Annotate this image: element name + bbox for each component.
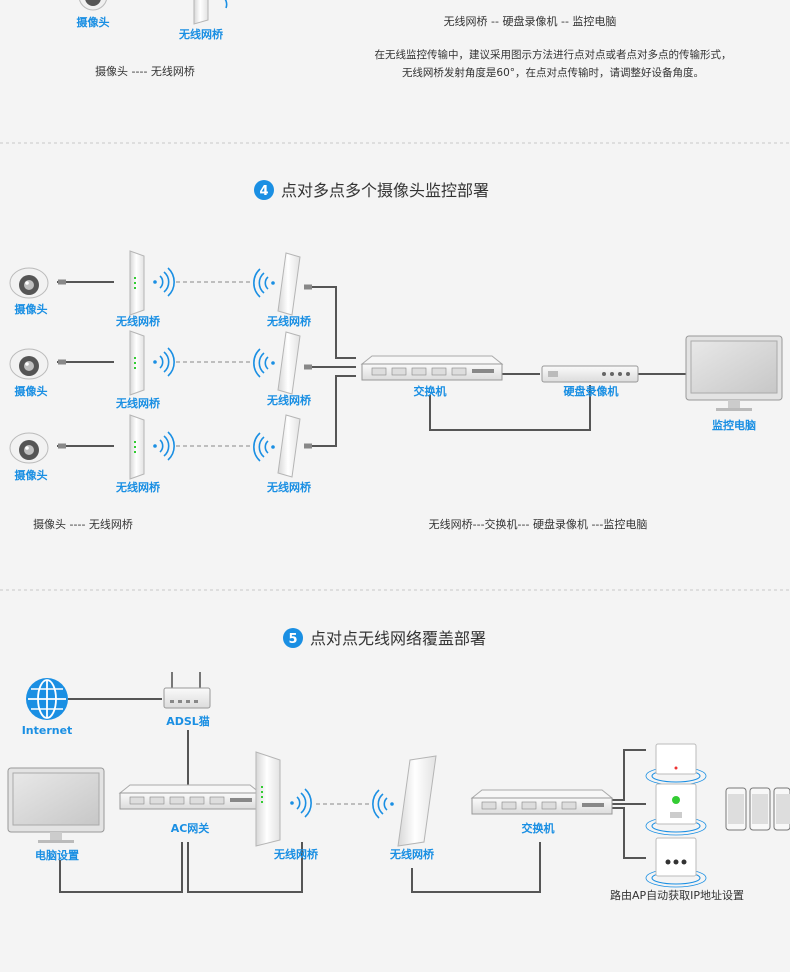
section-number-badge: [283, 628, 303, 648]
section-title: 点对多点多个摄像头监控部署: [281, 181, 489, 200]
pc-label: 电脑设置: [35, 848, 79, 862]
camera-icon: [9, 348, 49, 380]
monitor-icon: [7, 767, 105, 844]
wifi-signal-icon: [289, 788, 312, 818]
access-point-icon: [645, 743, 707, 786]
bridge-icon: [277, 414, 301, 478]
globe-icon: [26, 678, 68, 720]
section-number: 4: [259, 184, 268, 199]
access-point-icon: [645, 837, 707, 888]
connector: [58, 359, 66, 365]
wifi-signal-icon: [253, 348, 276, 378]
switch-icon: [361, 355, 503, 381]
section-number: 5: [288, 632, 297, 647]
cables: [57, 281, 686, 447]
connector: [58, 279, 66, 285]
legend-left: 摄像头 ---- 无线网桥: [95, 64, 195, 78]
cables: [59, 698, 646, 893]
phone-icon: [749, 787, 771, 831]
bridge-label: 无线网桥: [266, 314, 312, 328]
section-3: 摄像头 无线网桥 摄像头 ---- 无线网桥 无线网桥 -- 硬盘录像机 -- …: [77, 0, 732, 79]
switch-icon: [471, 789, 613, 815]
bridge-label: 无线网桥: [115, 480, 161, 494]
bridge-label: 无线网桥: [273, 847, 319, 861]
phone-icon: [725, 787, 747, 831]
legend-right: 无线网桥---交换机--- 硬盘录像机 ---监控电脑: [429, 517, 648, 531]
switch-label: 交换机: [414, 384, 447, 398]
bridge-label: 无线网桥: [115, 314, 161, 328]
wifi-signal-icon: [372, 789, 395, 819]
connector: [304, 364, 312, 370]
bridge-label: 无线网桥: [115, 396, 161, 410]
access-point-icon: [645, 783, 707, 836]
switch-label: 交换机: [522, 821, 555, 835]
section-5: 5 点对点无线网络覆盖部署 Internet: [7, 628, 790, 902]
bridge-label: 无线网桥: [178, 27, 224, 41]
bridge-icon: [193, 0, 228, 25]
section-4-heading: 4 点对多点多个摄像头监控部署: [254, 180, 489, 200]
bridge-icon: [129, 330, 145, 396]
wifi-signal-icon: [253, 268, 276, 298]
wifi-signal-icon: [152, 267, 175, 297]
section-number-badge: [254, 180, 274, 200]
wifi-signal-icon: [253, 432, 276, 462]
camera-icon: [79, 0, 107, 11]
connector: [304, 443, 312, 449]
note-line-2: 无线网桥发射角度是60°，在点对点传输时，请调整好设备角度。: [402, 66, 704, 79]
wifi-signal-icon: [152, 347, 175, 377]
bridge-label: 无线网桥: [389, 847, 435, 861]
nvr-icon: [541, 365, 639, 383]
camera-label: 摄像头: [15, 302, 48, 316]
phone-icon: [773, 787, 790, 831]
camera-label: 摄像头: [15, 384, 48, 398]
bridge-icon: [129, 414, 145, 480]
legend-right: 无线网桥 -- 硬盘录像机 -- 监控电脑: [444, 14, 617, 28]
ac-label: AC网关: [171, 821, 210, 835]
pc-label: 监控电脑: [712, 418, 756, 432]
ac-gateway-icon: [119, 784, 261, 810]
wifi-signal-icon: [152, 431, 175, 461]
camera-icon: [9, 432, 49, 464]
bridge-label: 无线网桥: [266, 393, 312, 407]
connector: [58, 443, 66, 449]
nvr-label: 硬盘录像机: [564, 384, 619, 398]
camera-label: 摄像头: [15, 468, 48, 482]
camera-icon: [9, 267, 49, 299]
section-4: 4 点对多点多个摄像头监控部署 摄像头 无线网桥 无: [9, 180, 783, 531]
section-title: 点对点无线网络覆盖部署: [310, 629, 486, 648]
bridge-icon: [277, 252, 301, 316]
bridge-label: 无线网桥: [266, 480, 312, 494]
monitor-icon: [685, 335, 783, 412]
bridge-icon: [255, 751, 281, 847]
ap-note: 路由AP自动获取IP地址设置: [610, 888, 744, 902]
internet-label: Internet: [22, 724, 73, 737]
modem-icon: [163, 672, 211, 709]
camera-label: 摄像头: [77, 15, 110, 29]
bridge-icon: [277, 331, 301, 395]
bridge-icon: [129, 250, 145, 316]
legend-left: 摄像头 ---- 无线网桥: [33, 517, 133, 531]
section-5-heading: 5 点对点无线网络覆盖部署: [283, 628, 486, 648]
wireless-links: [176, 281, 250, 447]
adsl-label: ADSL猫: [166, 714, 210, 728]
note-line-1: 在无线监控传输中，建议采用图示方法进行点对点或者点对多点的传输形式，: [375, 48, 732, 61]
bridge-icon: [397, 755, 437, 847]
connector: [304, 284, 312, 290]
